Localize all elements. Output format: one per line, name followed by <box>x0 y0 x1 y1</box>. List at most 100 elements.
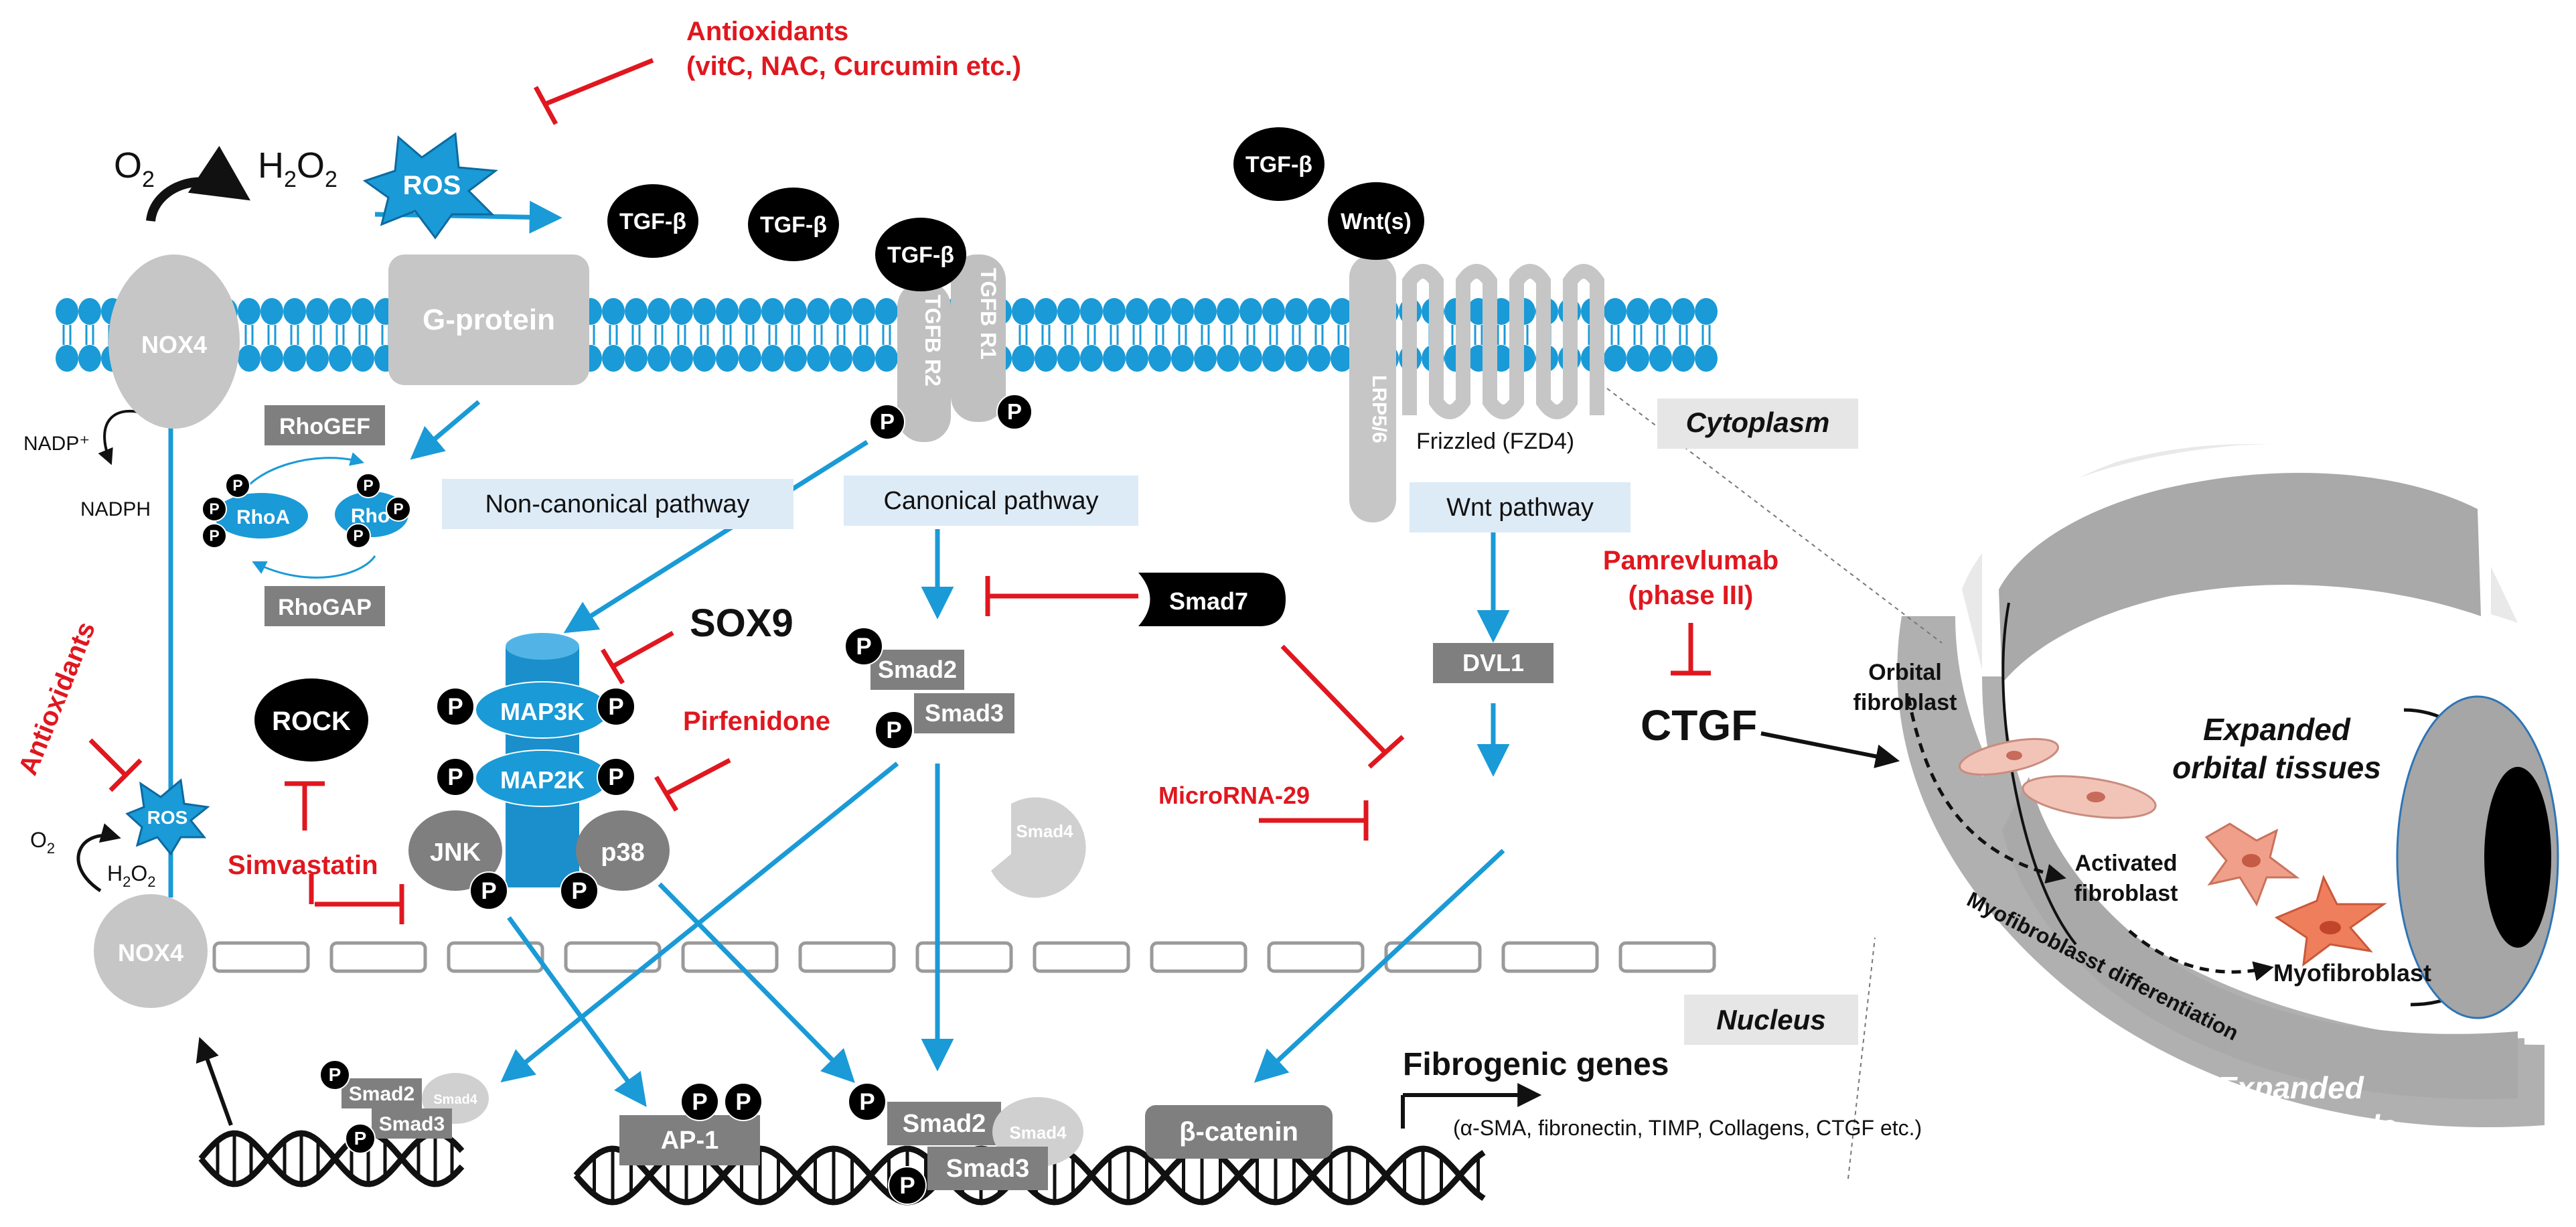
phase3-label: (phase III) <box>1628 581 1754 610</box>
phosphate-label: P <box>1007 399 1022 424</box>
activated-fibroblast-label-2: fibroblast <box>2074 881 2178 906</box>
jnk-label: JNK <box>430 839 481 867</box>
o2-bottom: O2 <box>30 828 55 857</box>
nox4-top: NOX4 <box>108 255 240 429</box>
fibrogenic-genes-label: Fibrogenic genes <box>1403 1047 1669 1082</box>
tgfb-r1-label: TGFB R1 <box>976 268 1000 360</box>
ros-top-label: ROS <box>403 171 461 200</box>
phosphate-label: P <box>353 527 363 545</box>
ros-bottom-label: ROS <box>147 807 188 828</box>
simvastatin-label: Simvastatin <box>228 851 378 880</box>
phosphate-label: P <box>608 694 623 720</box>
cytoplasm-label: Cytoplasm <box>1686 407 1830 438</box>
orbital-fibroblast-label-2: fibroblast <box>1853 690 1957 715</box>
rhogap-label: RhoGAP <box>278 595 372 620</box>
map2k-label: MAP2K <box>500 766 585 794</box>
nucleus-label: Nucleus <box>1716 1004 1825 1035</box>
ligands: TGF-β TGF-β TGF-β TGF-β Wnt(s) <box>607 127 1424 291</box>
lrp-frizzled: LRP5/6 <box>1349 255 1604 522</box>
dvl1: DVL1 <box>1433 643 1554 683</box>
h2o2-top: H2O2 <box>258 145 337 192</box>
expanded-orbital-muscle-bottom-1: Expanded <box>2216 1070 2364 1105</box>
tgf-beta-2: TGF-β <box>760 212 827 238</box>
phosphate-label: P <box>363 477 373 494</box>
smad3-cyto-label: Smad3 <box>925 699 1004 727</box>
smad2-nuc-left: Smad2 <box>349 1083 414 1105</box>
phosphate-label: P <box>571 878 587 904</box>
phosphate-label: P <box>886 717 901 743</box>
rhogef-label: RhoGEF <box>279 414 370 439</box>
antioxidants-left-label: Antioxidants <box>13 618 102 779</box>
tgfb-receptors: TGFB R2 TGFB R1 <box>897 255 1006 442</box>
beta-catenin-label: β-catenin <box>1179 1117 1298 1147</box>
smad4-cytoplasm: Smad4 <box>991 797 1086 898</box>
nadph-label: NADPH <box>80 498 151 520</box>
frizzled-label: Frizzled (FZD4) <box>1416 429 1574 454</box>
ap1: AP-1 <box>619 1115 760 1165</box>
expanded-orbital-tissues-2: orbital tissues <box>2172 750 2381 785</box>
non-canonical-label: Non-canonical pathway <box>485 490 749 518</box>
myofibroblast-label: Myofibroblast <box>2273 959 2431 987</box>
activated-fibroblast-label-1: Activated <box>2074 851 2177 876</box>
pamrevlumab-label: Pamrevlumab <box>1603 546 1778 575</box>
rho-cycle: RhoGEF RhoGAP RhoA Rho <box>214 405 408 626</box>
phosphate-label: P <box>393 500 403 518</box>
phosphate-label: P <box>735 1089 751 1115</box>
o2-top: O2 <box>114 145 155 192</box>
lrp56-label: LRP5/6 <box>1368 375 1390 443</box>
smad7: Smad7 <box>1138 573 1286 626</box>
phosphate-label: P <box>481 878 496 904</box>
phosphate-label: P <box>856 634 871 660</box>
smad23-cytoplasm: Smad2 Smad3 <box>870 650 1014 733</box>
pathway-boxes: Non-canonical pathway Canonical pathway … <box>442 399 1858 1045</box>
rock: ROCK <box>254 678 368 762</box>
p38-label: p38 <box>601 839 644 867</box>
pirfenidone-label: Pirfenidone <box>683 707 830 736</box>
phosphate-label: P <box>329 1064 342 1085</box>
phosphate-label: P <box>447 694 463 720</box>
smad2-nuc-center: Smad2 <box>903 1110 986 1138</box>
smad3-nuc-center: Smad3 <box>946 1155 1030 1183</box>
phosphate-label: P <box>859 1089 875 1115</box>
smad4-nuc-left: Smad4 <box>433 1092 477 1107</box>
nuclear-envelope <box>212 941 1716 973</box>
map3k-label: MAP3K <box>500 698 585 725</box>
expanded-orbital-tissues-1: Expanded <box>2203 712 2351 747</box>
dvl1-label: DVL1 <box>1462 649 1524 676</box>
rock-label: ROCK <box>272 707 351 736</box>
phosphate-label: P <box>608 764 623 790</box>
smad4-cyto-label: Smad4 <box>1016 821 1073 841</box>
phosphate-label: P <box>880 409 895 434</box>
rhoa-label: RhoA <box>236 506 290 528</box>
nox4-top-label: NOX4 <box>141 331 207 358</box>
ros-burst-top: ROS <box>362 132 499 240</box>
phosphate-label: P <box>209 527 219 545</box>
expanded-orbital-muscle-bottom-2: Orbital muscle <box>2183 1108 2397 1143</box>
tgf-beta-4: TGF-β <box>1245 152 1312 177</box>
fibrogenic-detail-label: (α-SMA, fibronectin, TIMP, Collagens, CT… <box>1453 1116 1922 1140</box>
nox4-bottom: NOX4 <box>94 894 208 1008</box>
tgf-beta-1: TGF-β <box>619 209 686 234</box>
phosphate-label: P <box>899 1173 915 1199</box>
wnts: Wnt(s) <box>1341 209 1412 234</box>
mapk-cascade: MAP3K MAP2K JNK p38 <box>408 633 670 891</box>
beta-catenin: β-catenin <box>1145 1105 1333 1159</box>
inhibition-lines <box>88 58 1711 924</box>
expanded-orbital-muscle-top: Expanded orbital muscle <box>2079 642 2428 675</box>
smad7-label: Smad7 <box>1169 587 1248 615</box>
smad4-nuc-center: Smad4 <box>1009 1123 1067 1143</box>
sox9-label: SOX9 <box>690 601 793 645</box>
antioxidants-top-detail: (vitC, NAC, Curcumin etc.) <box>686 52 1021 81</box>
ros-burst-bottom: ROS <box>125 778 210 856</box>
microrna29-label: MicroRNA-29 <box>1158 782 1310 809</box>
g-protein: G-protein <box>388 255 589 385</box>
phosphate-label: P <box>354 1128 367 1149</box>
nuclear-smads-left: Smad2 Smad4 Smad3 <box>342 1073 489 1139</box>
phosphate-label: P <box>692 1089 707 1115</box>
antioxidants-top-label: Antioxidants <box>686 17 848 46</box>
h2o2-bottom: H2O2 <box>107 861 156 890</box>
smad2-cyto-label: Smad2 <box>878 656 957 683</box>
ctgf-label: CTGF <box>1641 701 1757 749</box>
